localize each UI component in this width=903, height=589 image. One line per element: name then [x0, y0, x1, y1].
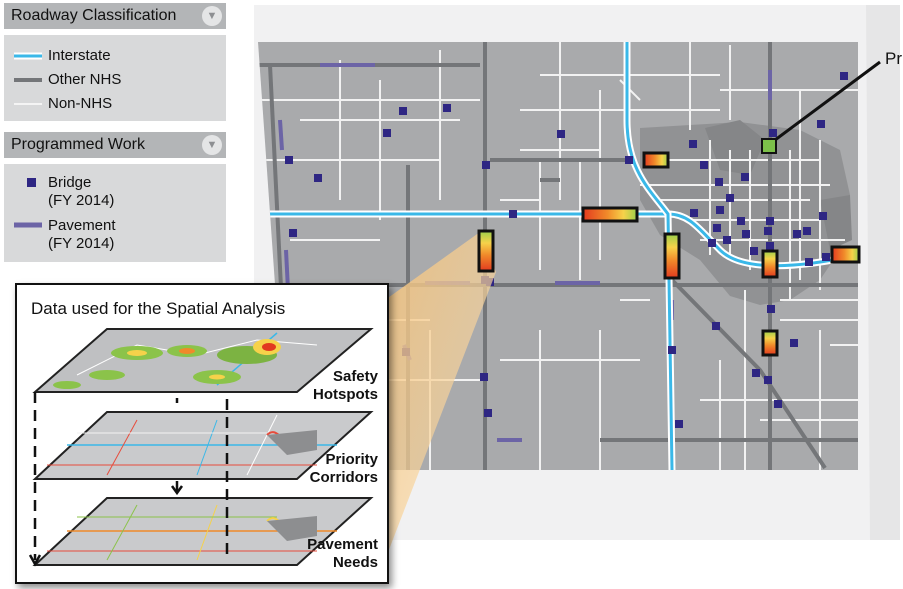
bridge-marker [840, 72, 848, 80]
work-legend-title: Programmed Work [11, 136, 145, 153]
layer-label-pavement: Pavement Needs [267, 536, 378, 572]
bridge-marker [285, 156, 293, 164]
bridge-marker [767, 305, 775, 313]
hotspot-boxes [477, 138, 861, 357]
bridge-marker [774, 400, 782, 408]
layer-safety-line1: Safety [332, 368, 378, 385]
bridge-marker [805, 258, 813, 266]
hotspot-box [830, 245, 861, 264]
inset-title: Data used for the Spatial Analysis [31, 299, 286, 318]
bridge-marker [819, 212, 827, 220]
callout-line [774, 60, 881, 142]
roadway-legend-body: Interstate Other NHS Non-NHS [4, 35, 226, 121]
bridge-marker [726, 194, 734, 202]
layer-label-safety: Safety Hotspots [267, 368, 378, 404]
city-area [640, 122, 850, 305]
hotspot-box [663, 232, 681, 280]
safety-hotspots-layer [32, 328, 374, 393]
bridge-marker [769, 129, 777, 137]
work-legend-body: Bridge (FY 2014) Pavement (FY 2014) [4, 164, 226, 262]
bridge-marker [480, 373, 488, 381]
layer-pavement-line2: Needs [332, 554, 378, 571]
bridge-marker [803, 227, 811, 235]
bridge-marker [509, 210, 517, 218]
legend-bridge-year: (FY 2014) [48, 192, 115, 209]
bridge-marker [482, 161, 490, 169]
hotspot-box [761, 249, 779, 279]
legend-bridge-label: Bridge [48, 174, 92, 191]
inset-layers [28, 328, 374, 567]
bridge-marker [822, 253, 830, 261]
bridge-marker [557, 130, 565, 138]
bridge-marker [764, 227, 772, 235]
bridge-marker [793, 230, 801, 238]
layer-pavement-line1: Pavement [307, 536, 378, 553]
roadway-legend-title: Roadway Classification [11, 7, 177, 24]
bridge-marker [716, 206, 724, 214]
layer-connectors [28, 392, 229, 567]
bridge-marker [750, 247, 758, 255]
bridge-marker [690, 209, 698, 217]
chevron-down-icon[interactable]: ▼ [202, 6, 222, 26]
pavement-needs-layer [32, 497, 374, 566]
layer-safety-line2: Hotspots [313, 386, 378, 403]
work-legend-header[interactable]: Programmed Work ▼ [4, 132, 226, 158]
bridge-marker [689, 140, 697, 148]
legend-pavement-label: Pavement [48, 217, 116, 234]
legend-non-nhs-label: Non-NHS [48, 95, 113, 112]
bridge-marker [484, 409, 492, 417]
bridge-marker [790, 339, 798, 347]
bridge-marker [443, 104, 451, 112]
bridge-marker [723, 236, 731, 244]
roadway-legend-header[interactable]: Roadway Classification ▼ [4, 3, 226, 29]
projection-beam [385, 232, 496, 560]
hotspot-box [761, 138, 777, 154]
layer-label-priority: Priority Corridors [267, 451, 378, 487]
bridge-marker [712, 322, 720, 330]
bridge-marker [741, 173, 749, 181]
bridge-marker [314, 174, 322, 182]
hotspot-box [581, 206, 639, 223]
hotspot-box [642, 151, 670, 169]
bridge-marker [675, 420, 683, 428]
bridge-marker [383, 129, 391, 137]
bridge-marker [700, 161, 708, 169]
bridge-marker [817, 120, 825, 128]
legend-other-nhs-label: Other NHS [48, 71, 122, 88]
bridge-marker [764, 376, 772, 384]
hotspot-box [477, 229, 495, 273]
bridge-marker [737, 217, 745, 225]
legend-pavement-year: (FY 2014) [48, 235, 115, 252]
hotspot-box [761, 329, 779, 357]
layer-priority-line1: Priority [325, 451, 378, 468]
bridge-marker [715, 178, 723, 186]
priority-corridors-layer [32, 411, 374, 480]
chevron-down-icon[interactable]: ▼ [202, 135, 222, 155]
bridge-marker [399, 107, 407, 115]
callout-label: Pr [885, 49, 902, 68]
bridge-marker [766, 242, 774, 250]
spatial-analysis-inset: Data used for the Spatial Analysis [15, 283, 389, 584]
bridge-marker [668, 346, 676, 354]
bridge-marker [289, 229, 297, 237]
bridge-marker [708, 239, 716, 247]
bridge-marker [766, 217, 774, 225]
bridge-marker [625, 156, 633, 164]
bridge-marker [742, 230, 750, 238]
bridge-marker [713, 224, 721, 232]
bridge-marker [752, 369, 760, 377]
legend-interstate-label: Interstate [48, 47, 111, 64]
layer-priority-line2: Corridors [309, 469, 378, 486]
